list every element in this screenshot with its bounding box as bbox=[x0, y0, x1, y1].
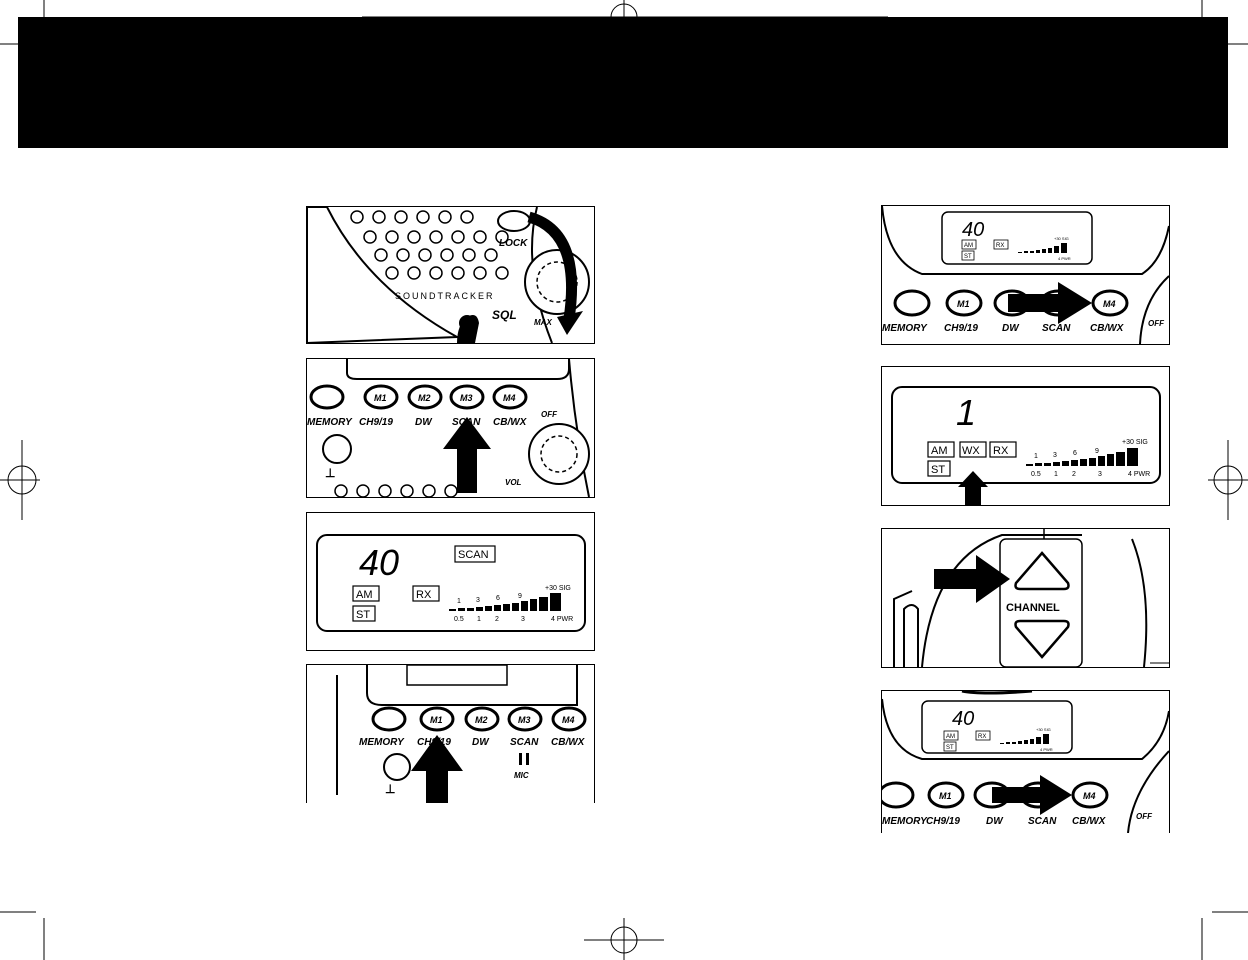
btn-m3-label: M3 bbox=[460, 393, 473, 403]
arrow-right-icon bbox=[992, 775, 1072, 815]
r1-dw: DW bbox=[1002, 323, 1020, 334]
r2-scale-bottom-4: 3 bbox=[1098, 471, 1102, 478]
btn2-m4-label: M4 bbox=[562, 715, 575, 725]
max-label: MAX bbox=[534, 318, 552, 327]
lcd-scale-bottom-1: 0.5 bbox=[454, 616, 464, 623]
btn2-dw-label: DW bbox=[472, 737, 490, 748]
lcd-scale-bottom-4: 3 bbox=[521, 616, 525, 623]
r1-lcd-pwr: 4 PWR bbox=[1058, 256, 1071, 261]
r2-lcd-am: AM bbox=[931, 445, 948, 457]
figure-lcd-scan: 40 SCAN AM ST RX +30 SIG 1 3 6 9 0.5 1 2… bbox=[306, 512, 595, 651]
r4-lcd-am: AM bbox=[946, 734, 955, 740]
lcd-scale-bottom-2: 1 bbox=[477, 616, 481, 623]
figure-scan-button: M1 M2 M3 M4 MEMORY CH9/19 DW SCAN CB/WX … bbox=[306, 358, 595, 498]
btn2-m1-label: M1 bbox=[430, 715, 443, 725]
lcd-sig-label: +30 SIG bbox=[545, 585, 571, 592]
off-label: OFF bbox=[541, 410, 558, 419]
r2-lcd-pwr: 4 PWR bbox=[1128, 471, 1150, 478]
arrow-right-icon bbox=[1008, 282, 1092, 324]
r1-m1: M1 bbox=[957, 299, 970, 309]
r1-cbwx: CB/WX bbox=[1090, 323, 1125, 334]
r1-ch: CH9/19 bbox=[944, 323, 978, 334]
r2-scale-bottom-2: 1 bbox=[1054, 471, 1058, 478]
vol-label: VOL bbox=[505, 478, 522, 487]
svg-text:⊥: ⊥ bbox=[325, 466, 335, 480]
lock-label: LOCK bbox=[499, 238, 528, 249]
r4-lcd-rx: RX bbox=[978, 734, 986, 740]
svg-text:⊥: ⊥ bbox=[385, 782, 395, 796]
btn2-memory-label: MEMORY bbox=[359, 737, 405, 748]
r2-scale-top-4: 9 bbox=[1095, 448, 1099, 455]
channel-label: CHANNEL bbox=[1006, 602, 1060, 614]
figure-cbwx-button-2: 40 AM ST RX +30 SIG 4 PWR M1 M4 MEMORY C… bbox=[881, 690, 1170, 833]
r4-lcd-sig: +30 SIG bbox=[1036, 727, 1051, 732]
brand-label: SOUNDTRACKER bbox=[395, 291, 495, 301]
arrow-right-icon bbox=[934, 555, 1010, 603]
r4-cbwx: CB/WX bbox=[1072, 816, 1107, 827]
btn-ch-label: CH9/19 bbox=[359, 417, 393, 428]
r1-lcd-channel: 40 bbox=[962, 219, 984, 241]
btn2-m3-label: M3 bbox=[518, 715, 531, 725]
r2-lcd-wx: WX bbox=[962, 445, 980, 457]
r4-lcd-pwr: 4 PWR bbox=[1040, 747, 1053, 752]
r1-scan: SCAN bbox=[1042, 323, 1071, 334]
btn-memory-label: MEMORY bbox=[307, 417, 353, 428]
r2-lcd-rx: RX bbox=[993, 445, 1009, 457]
lcd-channel: 40 bbox=[359, 542, 399, 583]
lcd-scale-top-4: 9 bbox=[518, 593, 522, 600]
btn-m2-label: M2 bbox=[418, 393, 431, 403]
r1-lcd-rx: RX bbox=[996, 243, 1004, 249]
r1-memory: MEMORY bbox=[882, 323, 928, 334]
btn-m1-label: M1 bbox=[374, 393, 387, 403]
figure-ch-button: M1 M2 M3 M4 MEMORY CH9/19 DW SCAN CB/WX … bbox=[306, 664, 595, 803]
r4-m1: M1 bbox=[939, 791, 952, 801]
r2-lcd-channel: 1 bbox=[956, 392, 976, 433]
r4-lcd-st: ST bbox=[946, 745, 954, 751]
header-band bbox=[18, 17, 1228, 148]
btn2-scan-label: SCAN bbox=[510, 737, 539, 748]
lcd-pwr-label: 4 PWR bbox=[551, 616, 573, 623]
btn-dw-label: DW bbox=[415, 417, 433, 428]
lcd-scale-top-3: 6 bbox=[496, 595, 500, 602]
sql-label: SQL bbox=[492, 308, 517, 322]
r4-memory: MEMORY bbox=[882, 816, 928, 827]
r4-lcd-channel: 40 bbox=[952, 708, 974, 730]
r2-lcd-st: ST bbox=[931, 464, 945, 476]
r2-scale-top-3: 6 bbox=[1073, 450, 1077, 457]
r1-lcd-am: AM bbox=[964, 243, 973, 249]
r4-scan: SCAN bbox=[1028, 816, 1057, 827]
btn2-m2-label: M2 bbox=[475, 715, 488, 725]
lcd-scan-tag: SCAN bbox=[458, 549, 489, 561]
btn-m4-label: M4 bbox=[503, 393, 516, 403]
btn2-cbwx-label: CB/WX bbox=[551, 737, 586, 748]
r1-off: OFF bbox=[1148, 319, 1165, 328]
figure-lcd-weather: 1 AM WX RX ST +30 SIG 1 3 6 9 0.5 1 2 3 … bbox=[881, 366, 1170, 506]
figure-channel-buttons: CHANNEL bbox=[881, 528, 1170, 668]
r1-lcd-sig: +30 SIG bbox=[1054, 236, 1069, 241]
arrow-up-icon bbox=[958, 471, 988, 505]
r4-off: OFF bbox=[1136, 812, 1153, 821]
lcd-scale-top-1: 1 bbox=[457, 598, 461, 605]
arrow-up-icon bbox=[443, 417, 491, 493]
mic-label: MIC bbox=[514, 771, 529, 780]
figure-squelch-knob: LOCK SOUNDTRACKER SQL MAX bbox=[306, 206, 595, 344]
lcd-am: AM bbox=[356, 589, 373, 601]
r1-lcd-st: ST bbox=[964, 254, 972, 260]
lcd-scale-bottom-3: 2 bbox=[495, 616, 499, 623]
r2-scale-top-1: 1 bbox=[1034, 453, 1038, 460]
figure-cbwx-button: 40 AM ST RX +30 SIG 4 PWR M1 M4 MEMORY C… bbox=[881, 205, 1170, 345]
r2-scale-bottom-1: 0.5 bbox=[1031, 471, 1041, 478]
lcd-scale-top-2: 3 bbox=[476, 597, 480, 604]
r4-dw: DW bbox=[986, 816, 1004, 827]
arrow-up-icon bbox=[411, 735, 463, 803]
btn-cbwx-label: CB/WX bbox=[493, 417, 528, 428]
lcd-rx: RX bbox=[416, 589, 432, 601]
r2-scale-top-2: 3 bbox=[1053, 452, 1057, 459]
lcd-st: ST bbox=[356, 609, 370, 621]
r4-ch: CH9/19 bbox=[926, 816, 960, 827]
r1-m4: M4 bbox=[1103, 299, 1116, 309]
r2-scale-bottom-3: 2 bbox=[1072, 471, 1076, 478]
r4-m4: M4 bbox=[1083, 791, 1096, 801]
r2-lcd-sig: +30 SIG bbox=[1122, 439, 1148, 446]
